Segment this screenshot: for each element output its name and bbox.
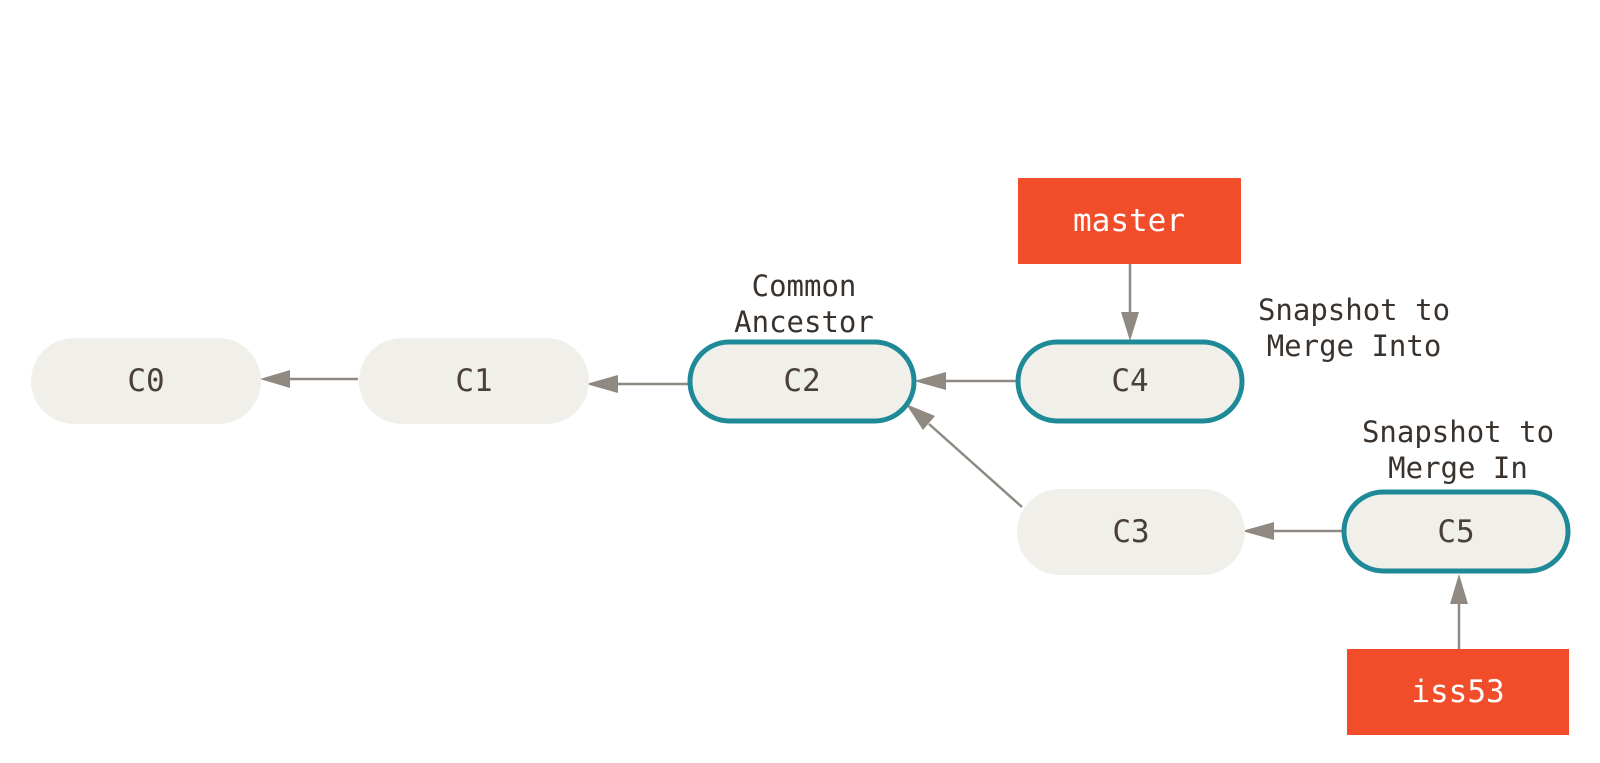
commit-label: C0: [127, 363, 164, 399]
note-snapshot-merge-in: Snapshot to Merge In: [1362, 415, 1554, 485]
edge-c5-to-c3: [1242, 522, 1342, 540]
commit-c5[interactable]: C5: [1341, 489, 1571, 574]
commit-label: C3: [1112, 514, 1149, 550]
edge-c3-to-c2: [906, 404, 1023, 508]
note-snapshot-merge-into: Snapshot to Merge Into: [1258, 293, 1450, 363]
commit-label: C1: [455, 363, 492, 399]
branch-master[interactable]: master: [1018, 178, 1241, 264]
note-line: Snapshot to: [1258, 293, 1450, 327]
commit-label: C2: [783, 363, 820, 399]
edge-c1-to-c0: [260, 370, 358, 388]
commit-label: C5: [1437, 514, 1474, 550]
commit-label: C4: [1111, 363, 1148, 399]
edge-c4-to-c2: [914, 372, 1016, 390]
commit-c2[interactable]: C2: [687, 339, 917, 424]
branch-label: iss53: [1411, 674, 1504, 710]
note-line: Merge Into: [1267, 329, 1442, 363]
commit-c4[interactable]: C4: [1015, 339, 1245, 424]
note-line: Snapshot to: [1362, 415, 1554, 449]
commit-c1[interactable]: C1: [359, 338, 589, 424]
commit-c3[interactable]: C3: [1017, 489, 1245, 575]
edge-iss53-to-c5: [1450, 574, 1468, 649]
branch-label: master: [1073, 203, 1185, 239]
edges: [260, 264, 1468, 649]
commit-c0[interactable]: C0: [31, 338, 261, 424]
edge-c2-to-c1: [586, 375, 688, 393]
edge-master-to-c4: [1121, 264, 1139, 341]
note-common-ancestor: Common Ancestor: [734, 269, 874, 339]
branch-iss53[interactable]: iss53: [1347, 649, 1569, 735]
note-line: Merge In: [1388, 451, 1528, 485]
note-line: Ancestor: [734, 305, 874, 339]
note-line: Common: [752, 269, 857, 303]
